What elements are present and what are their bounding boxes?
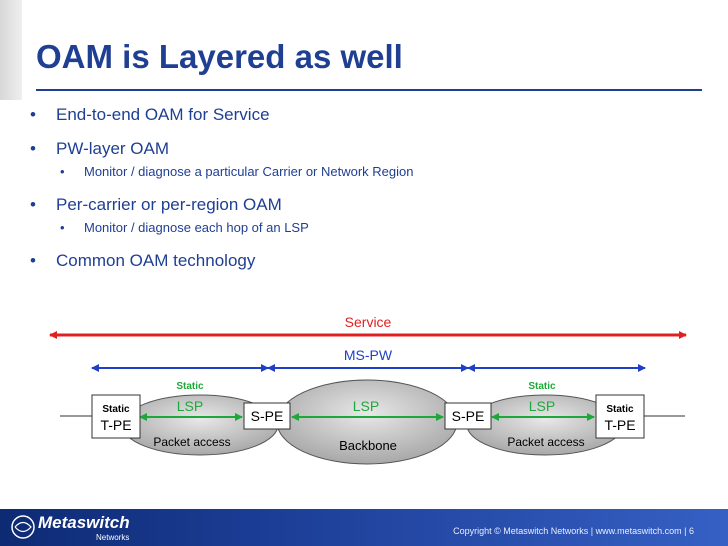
logo-subtext: Networks	[96, 533, 130, 542]
left-tpe-box	[91, 394, 141, 439]
backbone-lsp-label: LSP	[353, 398, 379, 414]
metaswitch-logo-icon	[11, 515, 35, 539]
bullet-list: • End-to-end OAM for Service • PW-layer OA…	[30, 104, 413, 272]
bullet-dot: •	[30, 139, 36, 158]
sub-bullet-dot: •	[60, 220, 65, 235]
mspw-label: MS-PW	[344, 347, 393, 363]
title-underline	[36, 89, 702, 91]
bullet-dot: •	[30, 195, 36, 214]
footer-bar: Metaswitch Networks Copyright © Metaswit…	[0, 509, 728, 546]
left-static-label: Static	[176, 381, 204, 392]
left-lsp-label: LSP	[177, 398, 203, 414]
right-spe-label: S-PE	[452, 408, 485, 424]
left-spe-box	[243, 402, 291, 430]
left-spe-label: S-PE	[251, 408, 284, 424]
bullet-item: • End-to-end OAM for Service	[30, 104, 413, 126]
right-static-label: Static	[528, 381, 556, 392]
left-access-label: Packet access	[153, 435, 230, 449]
right-tpe-static: Static	[606, 404, 634, 415]
right-tpe-label: T-PE	[604, 417, 635, 433]
bullet-text: PW-layer OAM	[56, 139, 170, 158]
bullet-dot: •	[30, 105, 36, 124]
sub-bullet-dot: •	[60, 164, 65, 179]
left-accent-bar	[0, 0, 22, 100]
right-access-label: Packet access	[507, 435, 584, 449]
left-tpe-static: Static	[102, 404, 130, 415]
sub-bullet-item: • Monitor / diagnose a particular Carrier…	[30, 163, 413, 181]
bullet-item: • PW-layer OAM	[30, 138, 413, 160]
sub-bullet-item: • Monitor / diagnose each hop of an LSP	[30, 219, 413, 237]
bullet-dot: •	[30, 251, 36, 270]
backbone-label: Backbone	[339, 438, 397, 453]
bullet-text: Common OAM technology	[56, 251, 256, 270]
slide-title: OAM is Layered as well	[36, 38, 403, 75]
service-label: Service	[345, 314, 392, 330]
right-lsp-label: LSP	[529, 398, 555, 414]
bullet-item: • Common OAM technology	[30, 250, 413, 272]
bullet-item: • Per-carrier or per-region OAM	[30, 194, 413, 216]
bullet-text: End-to-end OAM for Service	[56, 105, 270, 124]
right-spe-box	[444, 402, 492, 430]
left-tpe-label: T-PE	[100, 417, 131, 433]
right-tpe-box	[595, 394, 645, 439]
logo-text: Metaswitch	[38, 513, 130, 532]
sub-bullet-text: Monitor / diagnose a particular Carrier …	[84, 164, 414, 179]
bullet-text: Per-carrier or per-region OAM	[56, 195, 282, 214]
oam-layer-diagram: Service MS-PW Static LSP LSP Static LSP …	[49, 314, 687, 465]
sub-bullet-text: Monitor / diagnose each hop of an LSP	[84, 220, 309, 235]
copyright-text: Copyright © Metaswitch Networks | www.me…	[453, 526, 694, 536]
